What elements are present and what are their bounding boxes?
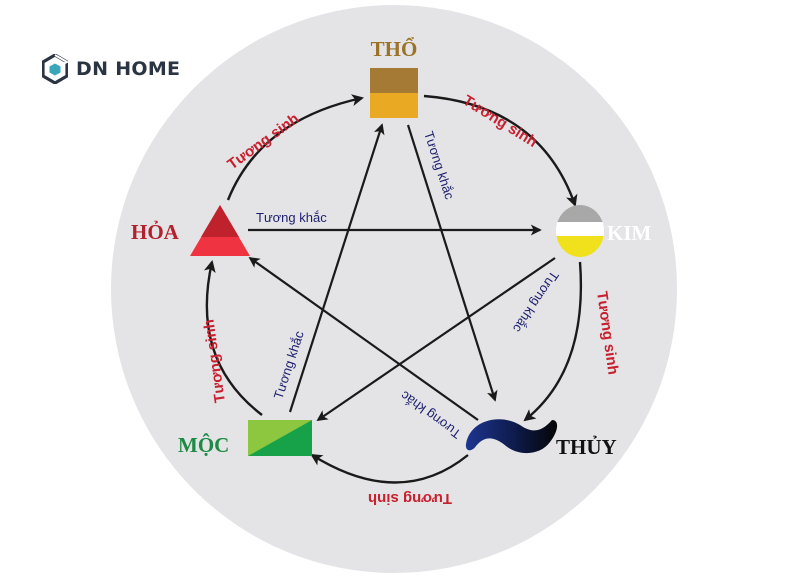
- triangle-icon-top: [201, 205, 239, 237]
- brand-logo: DN HOME: [42, 54, 180, 84]
- rectangle-icon-lower: [248, 420, 312, 456]
- generating-cycle: [203, 94, 583, 484]
- element-label-kim: KIM: [607, 221, 652, 245]
- element-kim: KIM: [556, 205, 652, 257]
- element-label-tho: THỔ: [371, 37, 418, 61]
- wave-icon: [465, 419, 558, 454]
- arrow-thuy-moc: [310, 453, 469, 484]
- arrow-thuy-hoa: [248, 256, 479, 421]
- brand-name: DN HOME: [76, 58, 181, 80]
- hexagon-cube-icon: [42, 54, 68, 84]
- element-tho: THỔ: [370, 37, 418, 118]
- element-hoa: HỎA: [131, 205, 250, 256]
- element-label-thuy: THỦY: [556, 435, 617, 459]
- arrow-moc-hoa: [203, 260, 263, 416]
- arrow-hoa-tho: [226, 94, 364, 201]
- arrow-kim-thuy: [523, 261, 583, 422]
- arrow-kim-moc: [316, 257, 556, 422]
- overcoming-cycle: [248, 123, 556, 422]
- element-label-moc: MỘC: [178, 433, 229, 457]
- element-label-hoa: HỎA: [131, 220, 180, 244]
- element-moc: MỘC: [178, 420, 312, 457]
- element-thuy: THỦY: [465, 419, 617, 459]
- overcoming-label-hoa-kim: Tương khắc: [256, 210, 327, 225]
- square-icon-lower: [370, 93, 418, 118]
- generating-label-thuy-moc: Tương sinh: [368, 490, 452, 507]
- arrow-tho-kim: [423, 94, 578, 207]
- circle-icon: [556, 205, 604, 257]
- square-icon: [370, 68, 418, 93]
- arrow-tho-thuy: [406, 124, 498, 402]
- arrow-moc-tho: [288, 123, 385, 413]
